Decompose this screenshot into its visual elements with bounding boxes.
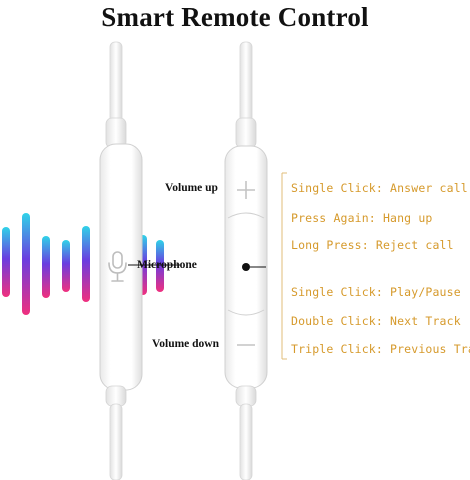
function-bracket xyxy=(281,172,287,360)
volume-up-label: Volume up xyxy=(165,182,218,194)
wave-bar xyxy=(156,240,164,292)
function-previous-track: Triple Click: Previous Track xyxy=(291,342,470,356)
wave-bar xyxy=(22,213,30,315)
wave-bar xyxy=(42,236,50,298)
function-hang-up: Press Again: Hang up xyxy=(291,211,433,225)
microphone-icon xyxy=(108,251,127,282)
wave-bar xyxy=(82,226,90,302)
function-answer-call: Single Click: Answer call xyxy=(291,181,468,195)
function-reject-call: Long Press: Reject call xyxy=(291,238,454,252)
page-title: Smart Remote Control xyxy=(101,2,369,32)
wave-bar xyxy=(62,240,70,292)
volume-down-label: Volume down xyxy=(152,338,219,350)
right-remote xyxy=(224,41,268,480)
function-next-track: Double Click: Next Track xyxy=(291,314,461,328)
wave-bar xyxy=(2,227,10,297)
function-play-pause: Single Click: Play/Pause xyxy=(291,285,461,299)
plus-icon xyxy=(237,181,255,199)
left-remote xyxy=(99,41,143,480)
microphone-label: Microphone xyxy=(137,259,197,271)
center-button-dot xyxy=(242,263,250,271)
